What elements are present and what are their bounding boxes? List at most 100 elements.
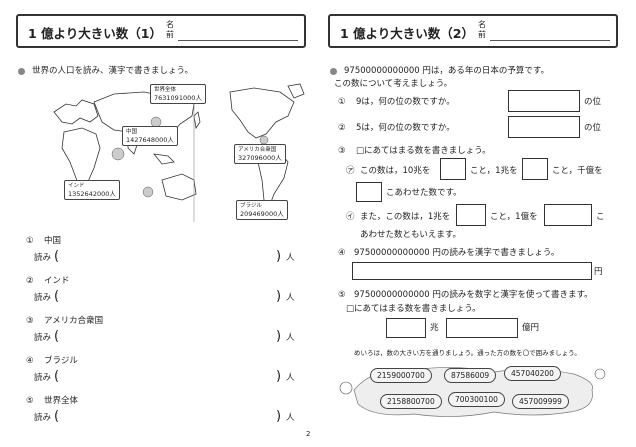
open-paren: ( bbox=[54, 289, 60, 304]
open-paren: ( bbox=[54, 409, 60, 424]
q3i-part2: こと，1億を bbox=[490, 212, 538, 222]
label-usa: アメリカ合衆国 327096000人 bbox=[234, 144, 286, 164]
label-india: インド 1352642000人 bbox=[64, 180, 120, 200]
q2-text: 5は，何の位の数ですか。 bbox=[356, 123, 455, 133]
close-paren: ) bbox=[276, 409, 282, 424]
item-answer-field[interactable] bbox=[62, 410, 272, 426]
q1-suffix: の位 bbox=[584, 97, 602, 107]
left-name-field[interactable] bbox=[178, 40, 298, 41]
q3a-mark: ㋐ bbox=[346, 166, 355, 176]
left-name-label: 名前 bbox=[166, 20, 174, 39]
q3i-part4: あわせた数ともいえます。 bbox=[360, 230, 461, 240]
q3-text: □にあてはまる数を書きましょう。 bbox=[356, 146, 491, 156]
q5-unit-oku: 億円 bbox=[522, 323, 540, 333]
item-read-label: 読み bbox=[34, 333, 52, 343]
right-name-field[interactable] bbox=[490, 40, 610, 41]
left-header: 1 億より大きい数（1） 名前 bbox=[16, 14, 306, 48]
open-paren: ( bbox=[54, 369, 60, 384]
bullet-dot bbox=[330, 68, 337, 75]
q1-number: ① bbox=[338, 97, 346, 107]
intro-line-1: 97500000000000 円は，ある年の日本の予算です。 bbox=[344, 66, 550, 76]
left-instruction: 世界の人口を読み、漢字で書きましょう。 bbox=[32, 66, 193, 76]
item-answer-field[interactable] bbox=[62, 370, 272, 386]
label-china-caption: 中国 bbox=[126, 129, 138, 135]
q5-box-trillion[interactable] bbox=[386, 318, 426, 338]
q4-number: ④ bbox=[338, 248, 346, 258]
item-unit: 人 bbox=[286, 293, 295, 303]
q3a-part1: この数は，10兆を bbox=[360, 166, 431, 176]
left-title: 1 億より大きい数（1） bbox=[28, 26, 162, 41]
label-india-value: 1352642000人 bbox=[68, 190, 116, 198]
q3a-part4: こあわせた数です。 bbox=[386, 188, 462, 198]
worksheet-right: 1 億より大きい数（2） 名前 97500000000000 円は，ある年の日本… bbox=[320, 0, 626, 447]
q3i-box-1[interactable] bbox=[456, 204, 486, 226]
close-paren: ) bbox=[276, 329, 282, 344]
q4-text: 97500000000000 円の読みを漢字で書きましょう。 bbox=[354, 248, 560, 258]
worksheet-left: 1 億より大きい数（1） 名前 世界の人口を読み、漢字で書きましょう。 bbox=[8, 0, 314, 447]
item-number: ④ bbox=[26, 356, 34, 366]
q2-suffix: の位 bbox=[584, 123, 602, 133]
q4-answer-box[interactable] bbox=[352, 262, 592, 280]
item-number: ② bbox=[26, 276, 34, 286]
q3i-mark: ㋑ bbox=[346, 212, 355, 222]
label-usa-caption: アメリカ合衆国 bbox=[238, 147, 277, 153]
close-paren: ) bbox=[276, 289, 282, 304]
item-unit: 人 bbox=[286, 413, 295, 423]
q3i-part1: また，この数は，1兆を bbox=[360, 212, 451, 222]
maze-number-2[interactable]: 87586009 bbox=[444, 368, 497, 383]
q3a-box-1[interactable] bbox=[440, 158, 466, 180]
q2-number: ② bbox=[338, 123, 346, 133]
maze-number-3[interactable]: 457040200 bbox=[504, 366, 561, 381]
q4-unit: 円 bbox=[594, 267, 603, 277]
item-unit: 人 bbox=[286, 373, 295, 383]
item-number: ① bbox=[26, 236, 34, 246]
q5-text2: □にあてはまる数を書きましょう。 bbox=[346, 304, 481, 314]
maze-number-5[interactable]: 700300100 bbox=[448, 392, 505, 407]
q2-answer-box[interactable] bbox=[508, 116, 580, 138]
item-label: アメリカ合衆国 bbox=[44, 316, 104, 326]
q5-box-hundred-million[interactable] bbox=[446, 318, 518, 338]
item-unit: 人 bbox=[286, 253, 295, 263]
maze-number-6[interactable]: 457009999 bbox=[512, 394, 569, 409]
q3a-box-3[interactable] bbox=[356, 182, 382, 202]
item-read-label: 読み bbox=[34, 413, 52, 423]
maze-number-4[interactable]: 2158800700 bbox=[380, 394, 442, 409]
q5-unit-trillion: 兆 bbox=[430, 323, 439, 333]
open-paren: ( bbox=[54, 329, 60, 344]
item-read-label: 読み bbox=[34, 253, 52, 263]
label-brazil-value: 209469000人 bbox=[240, 210, 284, 218]
item-answer-field[interactable] bbox=[62, 290, 272, 306]
q5-number: ⑤ bbox=[338, 290, 346, 300]
item-number: ⑤ bbox=[26, 396, 34, 406]
q1-text: 9は，何の位の数ですか。 bbox=[356, 97, 455, 107]
item-answer-field[interactable] bbox=[62, 250, 272, 266]
close-paren: ) bbox=[276, 249, 282, 264]
right-header: 1 億より大きい数（2） 名前 bbox=[328, 14, 618, 48]
maze-number-1[interactable]: 2159000700 bbox=[370, 368, 432, 383]
label-world: 世界全体 7631091000人 bbox=[150, 84, 206, 104]
item-answer-field[interactable] bbox=[62, 330, 272, 346]
q3a-box-2[interactable] bbox=[522, 158, 548, 180]
q5-text: 97500000000000 円の読みを数字と漢字を使って書きます。 bbox=[354, 290, 593, 300]
label-world-value: 7631091000人 bbox=[154, 94, 202, 102]
item-label: インド bbox=[44, 276, 70, 286]
item-number: ③ bbox=[26, 316, 34, 326]
open-paren: ( bbox=[54, 249, 60, 264]
right-title: 1 億より大きい数（2） bbox=[340, 26, 474, 41]
intro-line-2: この数について考えましょう。 bbox=[334, 79, 453, 89]
label-china-value: 1427648000人 bbox=[126, 136, 174, 144]
label-brazil: ブラジル 209469000人 bbox=[236, 200, 288, 220]
label-brazil-caption: ブラジル bbox=[240, 203, 262, 209]
q3-number: ③ bbox=[338, 146, 346, 156]
item-read-label: 読み bbox=[34, 293, 52, 303]
q3a-part3: こと，千億を bbox=[552, 166, 603, 176]
right-name-label: 名前 bbox=[478, 20, 486, 39]
q1-answer-box[interactable] bbox=[508, 90, 580, 112]
label-usa-value: 327096000人 bbox=[238, 154, 282, 162]
item-read-label: 読み bbox=[34, 373, 52, 383]
item-unit: 人 bbox=[286, 333, 295, 343]
item-label: 世界全体 bbox=[44, 396, 79, 406]
q3i-box-2[interactable] bbox=[544, 204, 592, 226]
label-china: 中国 1427648000人 bbox=[122, 126, 178, 146]
q3i-part3: こ bbox=[596, 212, 605, 222]
